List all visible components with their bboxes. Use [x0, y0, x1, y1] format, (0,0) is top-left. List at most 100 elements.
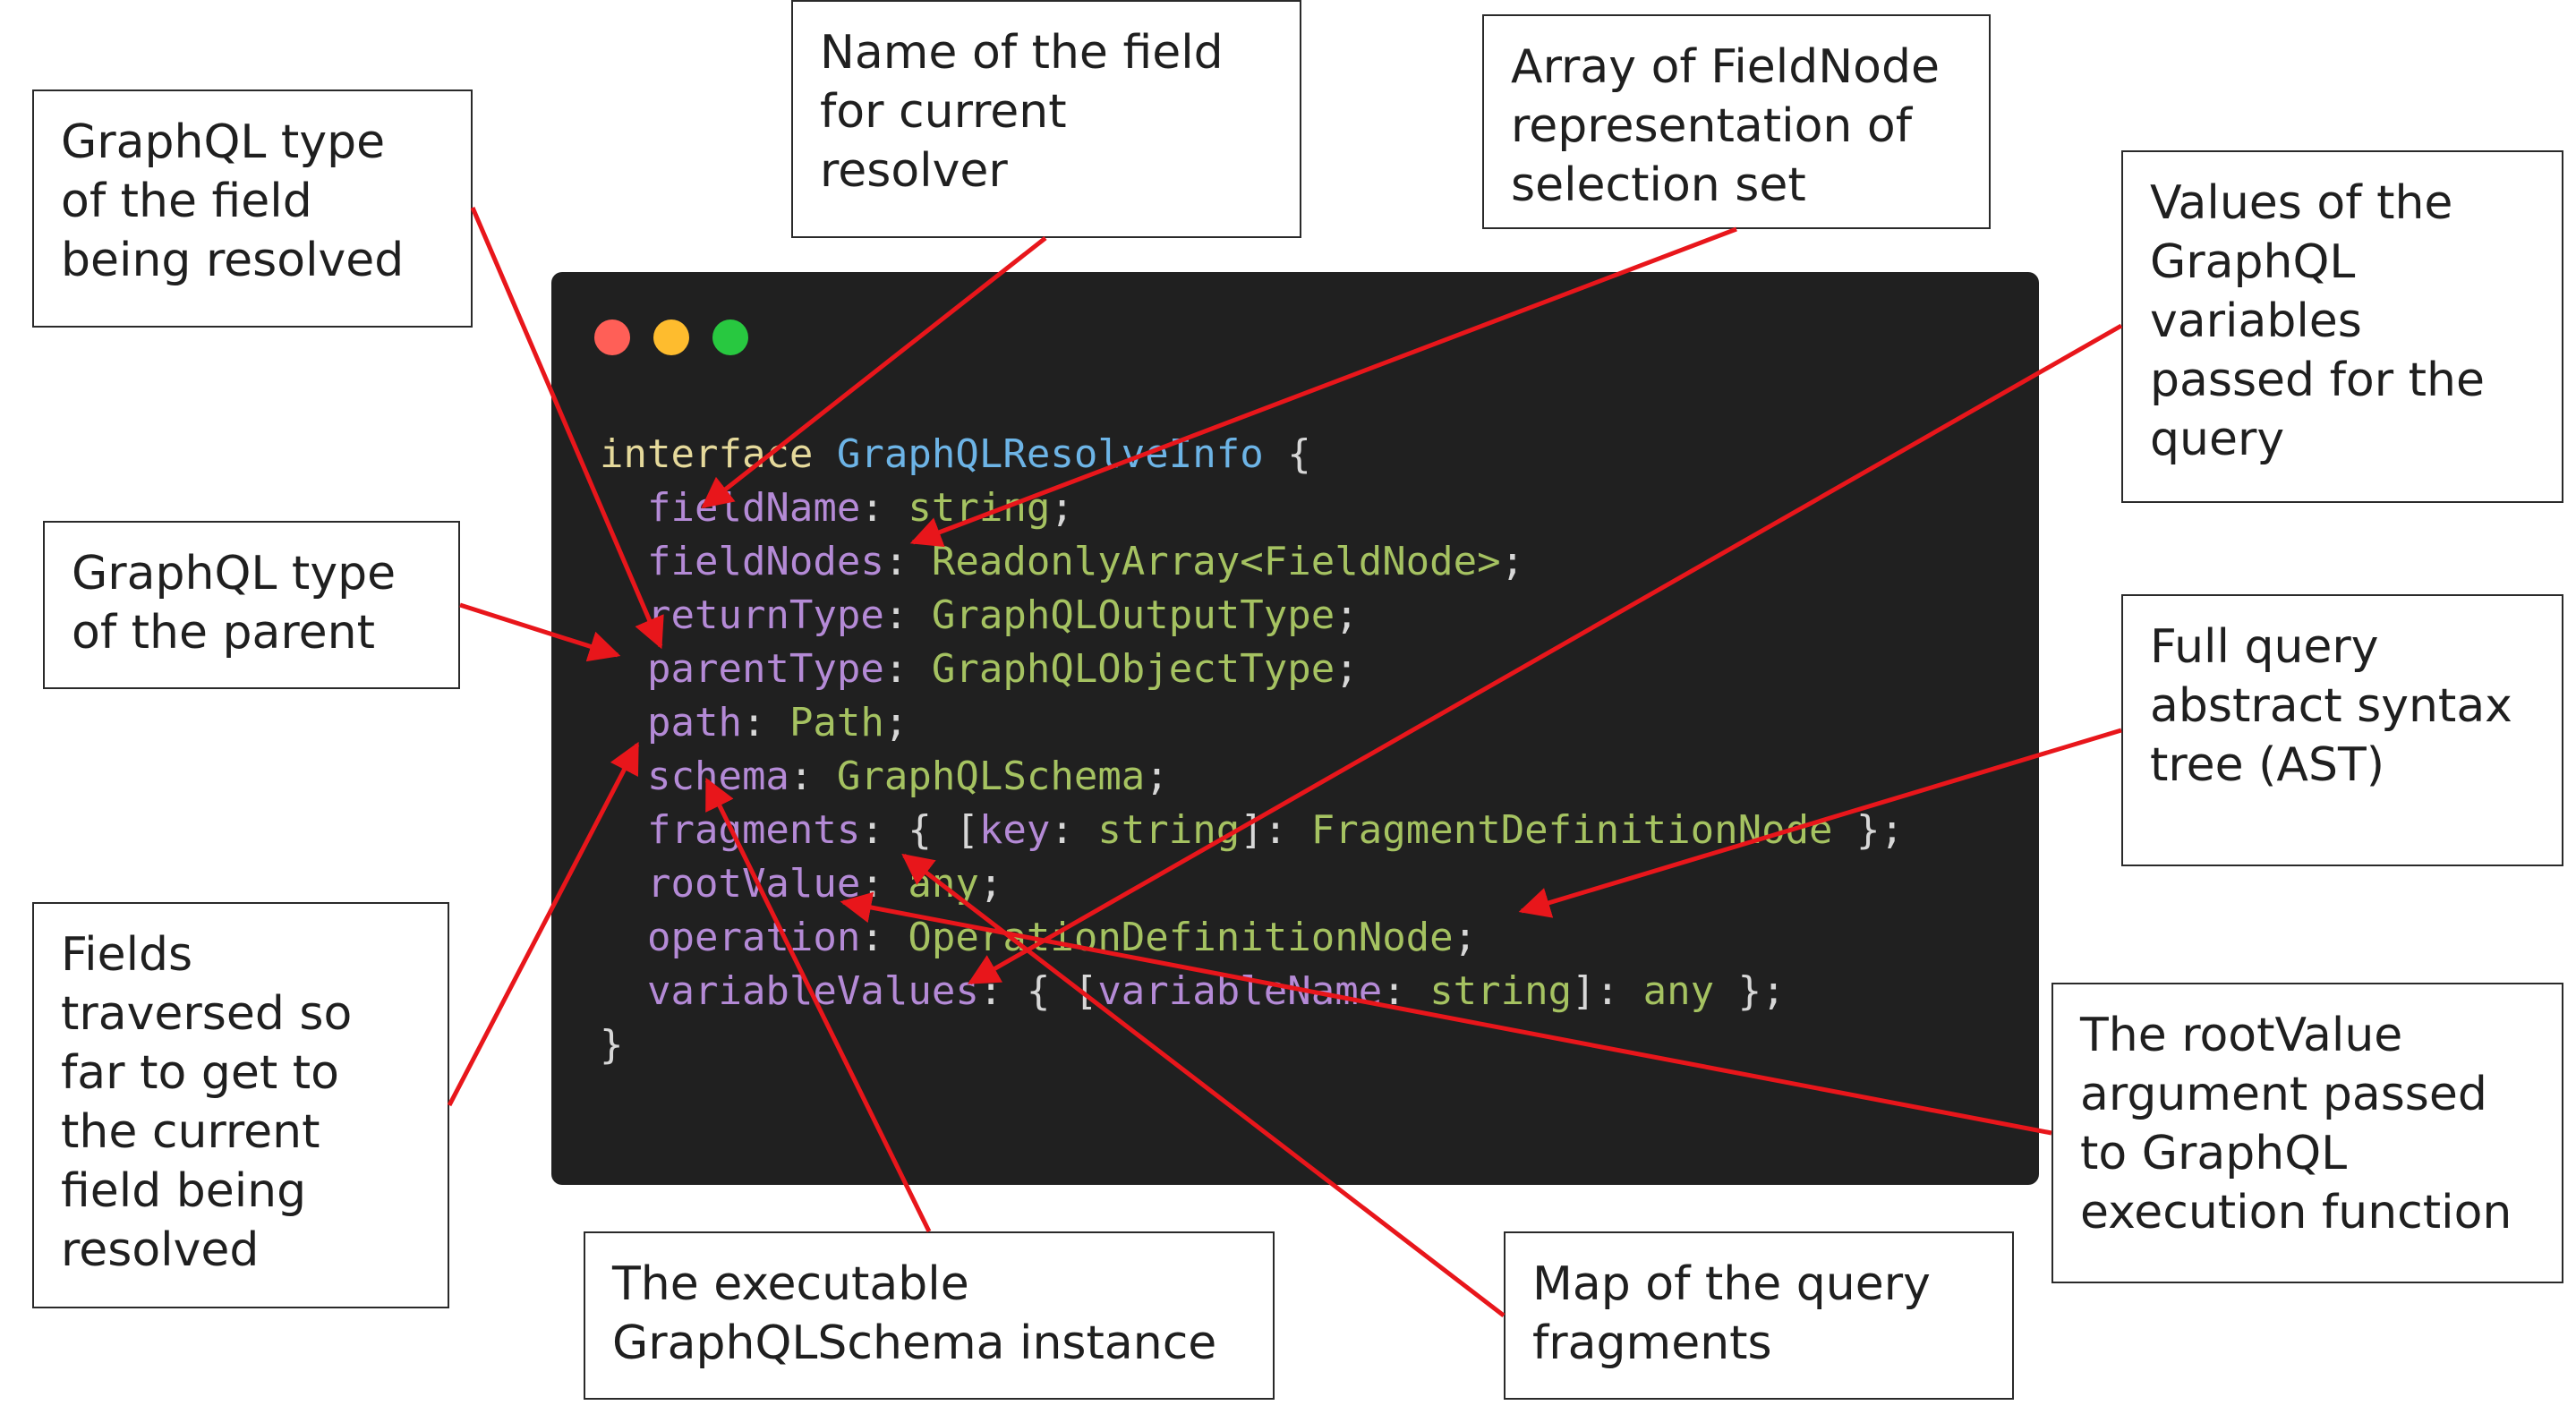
code-prop: fragments	[646, 807, 861, 853]
code-punct: ;	[1335, 592, 1359, 638]
annotation-line: passed for the	[2150, 354, 2485, 407]
code-punct: ;	[883, 700, 908, 745]
window-close-dot	[594, 319, 630, 355]
annotation-line: argument passed	[2080, 1068, 2487, 1121]
code-punct: ;	[1050, 485, 1074, 531]
code-line-interface: interface GraphQLResolveInfo {	[600, 428, 1904, 481]
arrow-root-value	[840, 891, 2052, 1136]
code-punct: ;	[978, 861, 1003, 907]
code-prop: key	[978, 807, 1051, 853]
code-line-parenttype: parentType: GraphQLObjectType;	[600, 643, 1904, 696]
annotation-line: GraphQL	[2150, 235, 2356, 289]
code-punct: };	[1714, 968, 1786, 1014]
code-type: GraphQLSchema	[836, 754, 1146, 799]
code-line-operation: operation: OperationDefinitionNode;	[600, 911, 1904, 965]
annotation-line: resolver	[820, 144, 1008, 198]
code-prop: fieldName	[646, 485, 861, 531]
code-line-close: }	[600, 1018, 1904, 1072]
code-punct: :	[741, 700, 789, 745]
annotation-line: GraphQL type	[72, 547, 397, 601]
annotation-schema: The executable GraphQLSchema instance	[584, 1231, 1275, 1400]
code-punct: ;	[1335, 646, 1359, 692]
code-punct: ;	[1453, 915, 1478, 960]
annotation-line: The rootValue	[2080, 1009, 2403, 1062]
annotation-line: The executable	[612, 1257, 969, 1311]
annotation-line: fragments	[1532, 1316, 1772, 1370]
code-line-returntype: returnType: GraphQLOutputType;	[600, 589, 1904, 643]
annotation-line: Full query	[2150, 620, 2379, 674]
annotation-operation: Full query abstract syntax tree (AST)	[2121, 594, 2563, 866]
brace: {	[1263, 431, 1311, 477]
code-type: Path	[789, 700, 884, 745]
code-prop: fieldNodes	[646, 539, 884, 584]
code-type: string	[1097, 807, 1241, 853]
keyword: interface	[600, 431, 814, 477]
code-line-fieldname: fieldName: string;	[600, 481, 1904, 535]
annotation-line: GraphQLSchema instance	[612, 1316, 1217, 1370]
code-type: ReadonlyArray<FieldNode>	[931, 539, 1501, 584]
code-punct: ;	[1500, 539, 1525, 584]
window-maximize-dot	[712, 319, 748, 355]
code-prop: operation	[646, 915, 861, 960]
code-type: any	[1642, 968, 1715, 1014]
code-type: GraphQLObjectType	[931, 646, 1335, 692]
code-type: GraphQLOutputType	[931, 592, 1335, 638]
annotation-line: representation of	[1511, 99, 1913, 153]
annotation-line: Name of the field	[820, 26, 1224, 80]
annotation-fragments: Map of the query fragments	[1504, 1231, 2014, 1400]
annotation-path: Fields traversed so far to get to the cu…	[32, 902, 449, 1308]
annotation-parent-type: GraphQL type of the parent	[43, 521, 460, 689]
annotation-line: of the field	[61, 175, 312, 228]
annotation-line: Values of the	[2150, 176, 2453, 230]
annotation-field-name: Name of the field for current resolver	[791, 0, 1301, 238]
annotation-line: being resolved	[61, 234, 405, 287]
annotation-line: execution function	[2080, 1186, 2512, 1239]
code-punct: :	[883, 592, 932, 638]
arrow-field-nodes	[909, 226, 1737, 548]
annotation-line: GraphQL type	[61, 115, 386, 169]
window-minimize-dot	[653, 319, 689, 355]
code-punct: : { [	[860, 807, 979, 853]
code-punct: :	[789, 754, 837, 799]
interface-name: GraphQLResolveInfo	[836, 431, 1264, 477]
annotation-line: traversed so	[61, 987, 353, 1041]
code-punct: };	[1832, 807, 1905, 853]
annotation-line: to GraphQL	[2080, 1127, 2348, 1180]
code-punct: ]:	[1572, 968, 1643, 1014]
code-punct: :	[883, 646, 932, 692]
annotation-line: the current	[61, 1105, 320, 1159]
annotation-line: resolved	[61, 1223, 260, 1277]
code-punct: :	[860, 485, 908, 531]
arrow-path	[447, 741, 640, 1107]
code-prop: returnType	[646, 592, 884, 638]
annotation-field-nodes: Array of FieldNode representation of sel…	[1482, 14, 1991, 229]
code-prop: parentType	[646, 646, 884, 692]
annotation-line: Map of the query	[1532, 1257, 1931, 1311]
annotation-line: field being	[61, 1164, 307, 1218]
arrow-return-type	[470, 207, 664, 650]
annotation-line: tree (AST)	[2150, 738, 2385, 792]
code-punct: :	[883, 539, 932, 584]
code-type: string	[1429, 968, 1573, 1014]
annotation-root-value: The rootValue argument passed to GraphQL…	[2051, 983, 2563, 1283]
code-punct: ;	[1145, 754, 1169, 799]
arrow-schema	[704, 777, 932, 1233]
annotation-return-type: GraphQL type of the field being resolved	[32, 89, 473, 328]
annotation-line: Array of FieldNode	[1511, 40, 1940, 94]
annotation-line: of the parent	[72, 606, 375, 660]
arrow-variable-values	[967, 323, 2123, 985]
code-prop: path	[646, 700, 742, 745]
arrow-operation	[1518, 728, 2122, 918]
arrow-fragments	[901, 853, 1506, 1317]
annotation-line: Fields	[61, 928, 193, 982]
code-punct: :	[1050, 807, 1098, 853]
code-type: OperationDefinitionNode	[908, 915, 1454, 960]
code-line-fieldnodes: fieldNodes: ReadonlyArray<FieldNode>;	[600, 535, 1904, 589]
annotation-variable-values: Values of the GraphQL variables passed f…	[2121, 150, 2563, 503]
closing-brace: }	[600, 1022, 624, 1068]
annotation-line: abstract syntax	[2150, 679, 2512, 733]
code-line-path: path: Path;	[600, 696, 1904, 750]
annotation-line: variables	[2150, 294, 2362, 348]
arrow-parent-type	[459, 602, 621, 662]
